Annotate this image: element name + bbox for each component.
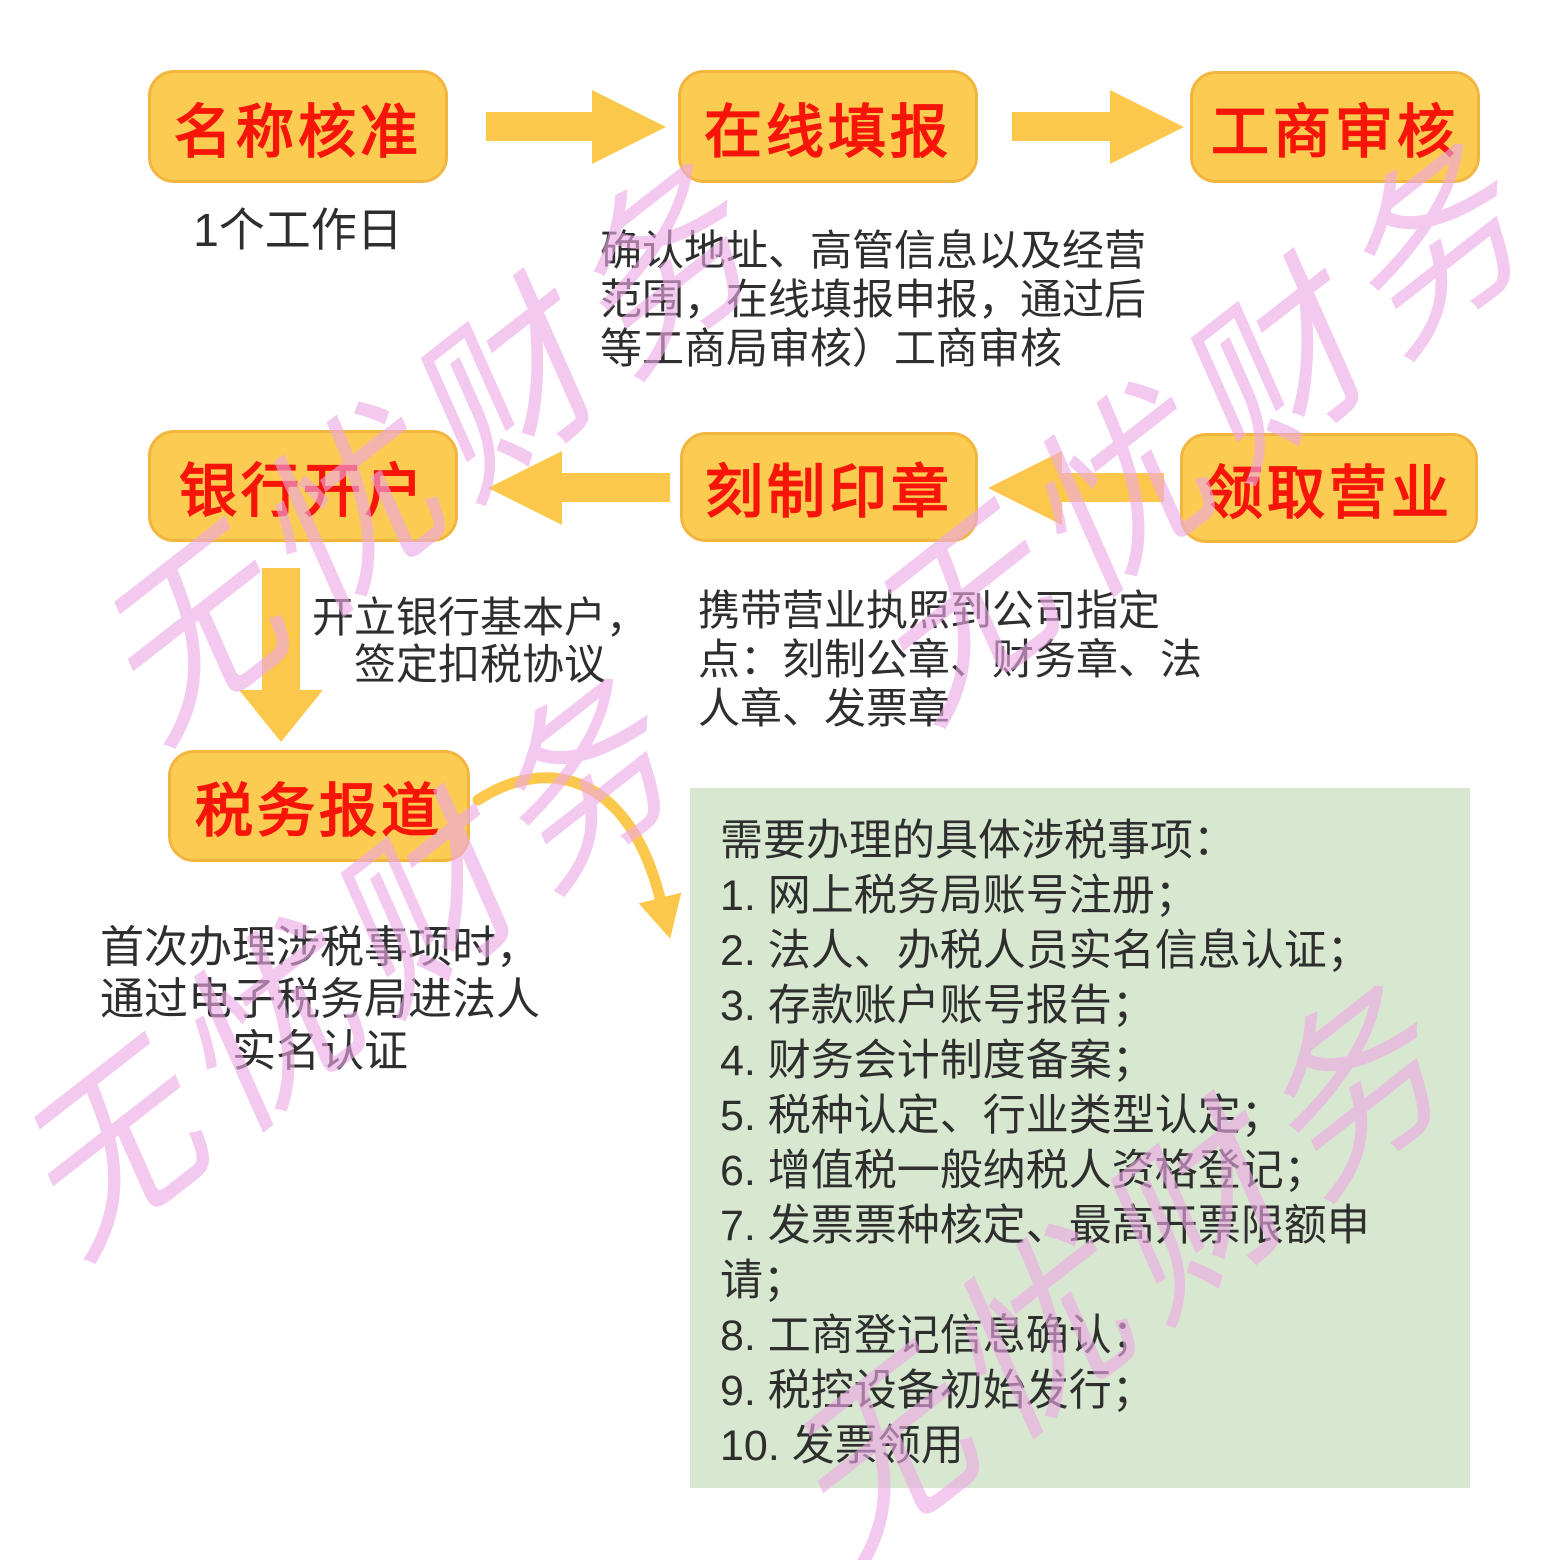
node-label: 名称核准 <box>173 99 422 165</box>
flow-node-seal-engraving: 刻制印章 <box>680 432 978 542</box>
tax-item: 5. 税种认定、行业类型认定； <box>720 1092 1284 1140</box>
tax-items-panel: 需要办理的具体涉税事项： 1. 网上税务局账号注册； 2. 法人、办税人员实名信息… <box>690 788 1470 1488</box>
note-seal-engraving: 携带营业执照到公司指定 点：刻制公章、财务章、法 人章、发票章 <box>698 587 1203 732</box>
node-label: 刻制印章 <box>704 460 953 525</box>
tax-item: 3. 存款账户账号报告； <box>720 982 1155 1030</box>
note-bank-account: 开立银行基本户， 签定扣税协议 <box>311 594 648 688</box>
note-tax-registration: 首次办理涉税事项时， 通过电子税务局进法人 实名认证 <box>100 923 540 1076</box>
curved-arrow-icon <box>472 772 682 939</box>
tax-item: 10. 发票领用 <box>720 1422 964 1470</box>
node-label: 工商审核 <box>1210 100 1459 165</box>
tax-item: 2. 法人、办税人员实名信息认证； <box>720 927 1370 975</box>
tax-item: 6. 增值税一般纳税人资格登记； <box>720 1147 1327 1195</box>
tax-item: 7. 发票票种核定、最高开票限额申请； <box>720 1202 1370 1305</box>
tax-items-list: 1. 网上税务局账号注册； 2. 法人、办税人员实名信息认证； 3. 存款账户账号报… <box>720 869 1440 1474</box>
note-name-approval: 1个工作日 <box>193 204 403 256</box>
tax-item: 9. 税控设备初始发行； <box>720 1367 1155 1415</box>
tax-item: 8. 工商登记信息确认； <box>720 1312 1155 1360</box>
flow-node-tax-registration: 税务报道 <box>168 750 470 862</box>
note-online-filing: 确认地址、高管信息以及经营 范围，在线填报申报，通过后 等工商局审核）工商审核 <box>600 227 1147 372</box>
tax-item: 4. 财务会计制度备案； <box>720 1037 1155 1085</box>
tax-item: 1. 网上税务局账号注册； <box>720 872 1198 920</box>
node-label: 税务报道 <box>194 779 443 844</box>
flow-node-bank-account: 银行开户 <box>148 430 458 542</box>
node-label: 银行开户 <box>178 459 427 524</box>
node-label: 领取营业 <box>1204 461 1453 526</box>
flow-node-business-review: 工商审核 <box>1190 71 1480 183</box>
flow-node-name-approval: 名称核准 <box>148 70 448 183</box>
tax-items-title: 需要办理的具体涉税事项： <box>720 817 1236 865</box>
flow-node-license-collection: 领取营业 <box>1180 433 1478 543</box>
flow-node-online-filing: 在线填报 <box>678 70 978 183</box>
node-label: 在线填报 <box>703 99 952 165</box>
